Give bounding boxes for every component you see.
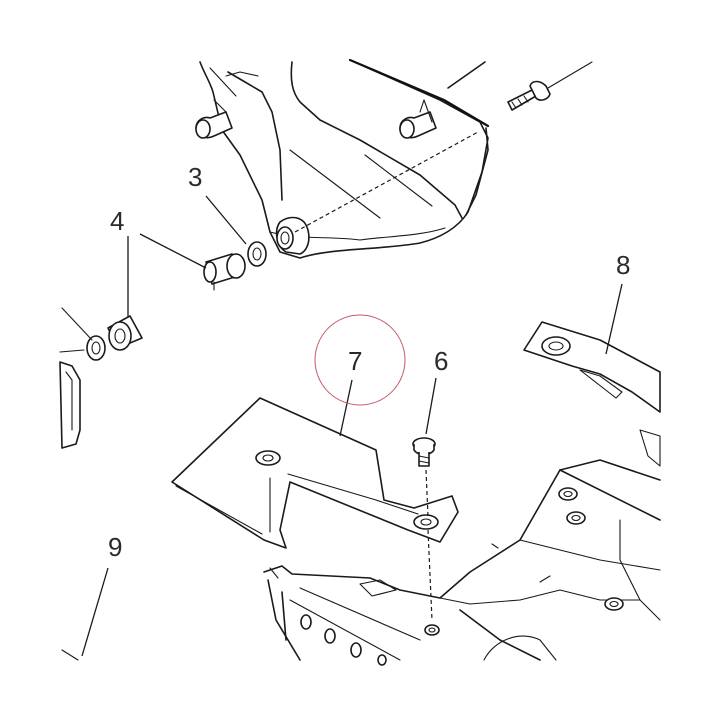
callout-7: 7 [348, 346, 362, 376]
washer-part-3 [205, 195, 267, 267]
callout-8: 8 [616, 250, 630, 280]
chassis-frame [263, 429, 661, 666]
highlight-circle [314, 314, 406, 406]
bushing-part-4 [127, 233, 246, 318]
heat-shield-part-7 [171, 379, 459, 549]
callout-4: 4 [110, 206, 124, 236]
callout-9: 9 [108, 532, 122, 562]
part-9 [61, 567, 109, 661]
callout-3: 3 [188, 162, 202, 192]
bushing-left [59, 307, 143, 449]
bolt-top [507, 61, 593, 111]
callout-6: 6 [434, 346, 448, 376]
bracket-part-8 [523, 283, 661, 413]
upper-arm-bracket [195, 58, 490, 259]
screw-part-6 [412, 377, 437, 621]
